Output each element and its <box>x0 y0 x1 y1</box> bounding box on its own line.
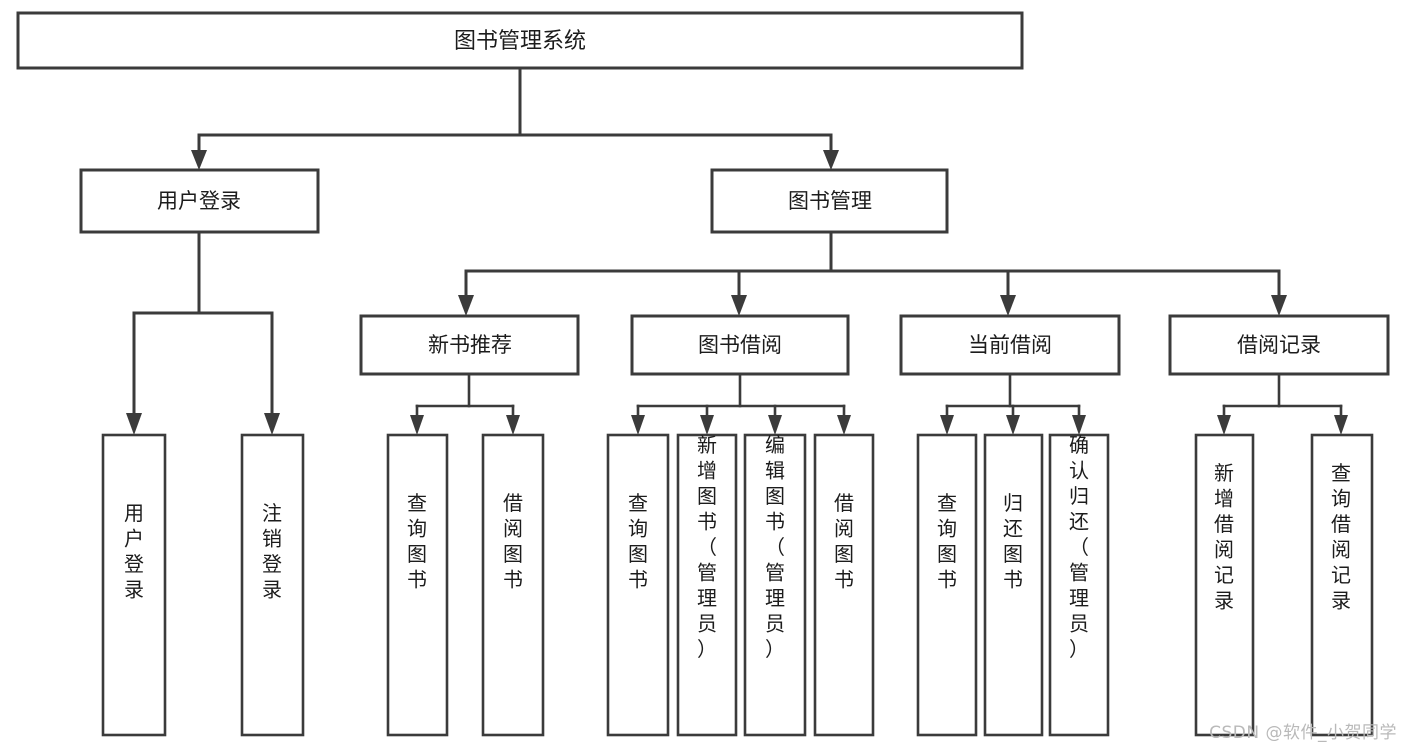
node-borrow-record-label: 借阅记录 <box>1237 333 1321 357</box>
arrow-head-root-2 <box>823 150 839 170</box>
node-leaf-query-book-c-box[interactable] <box>916 433 978 737</box>
node-leaf-borrow-book-b-box[interactable] <box>813 433 875 737</box>
node-leaf-query-book-c[interactable]: 查询图书 <box>916 433 978 737</box>
node-leaf-edit-book[interactable]: 编辑图书（管理员） <box>743 433 807 737</box>
connector-root-to-level2 <box>191 66 839 170</box>
node-leaf-add-borrow-record-box[interactable] <box>1194 433 1255 737</box>
connector-bookmgmt-to-level3 <box>458 230 1287 316</box>
arrow-head-userlogin-1 <box>126 413 142 435</box>
arrow-head-bookborrow-2 <box>700 415 714 435</box>
node-book-management-box[interactable] <box>710 168 949 234</box>
node-root-box[interactable] <box>16 11 1024 70</box>
node-leaf-borrow-book-b[interactable]: 借阅图书 <box>813 433 875 737</box>
node-leaf-add-book-label: 新增图书（管理员） <box>697 433 717 661</box>
node-leaf-borrow-book-a-box[interactable] <box>481 433 545 737</box>
arrow-head-newbook-1 <box>410 415 424 435</box>
node-leaf-logout[interactable]: 注销登录 <box>240 433 305 737</box>
node-leaf-borrow-book-b-label: 借阅图书 <box>834 491 854 592</box>
arrow-head-userlogin-2 <box>264 413 280 435</box>
node-book-management[interactable]: 图书管理 <box>710 168 949 234</box>
arrow-head-bookmgmt-3 <box>1000 295 1016 316</box>
node-book-borrow-box[interactable] <box>630 314 850 376</box>
node-leaf-query-borrow-record-box[interactable] <box>1310 433 1374 737</box>
node-leaf-query-book-a-label: 查询图书 <box>407 491 427 592</box>
node-borrow-record[interactable]: 借阅记录 <box>1168 314 1390 376</box>
arrow-head-bookborrow-3 <box>768 415 782 435</box>
arrow-head-borrowrecord-1 <box>1217 415 1231 435</box>
node-leaf-edit-book-box[interactable] <box>743 433 807 737</box>
node-leaf-query-borrow-record[interactable]: 查询借阅记录 <box>1310 433 1374 737</box>
node-borrow-record-box[interactable] <box>1168 314 1390 376</box>
node-leaf-user-login-label: 用户登录 <box>124 501 144 602</box>
node-leaf-query-book-b-box[interactable] <box>606 433 670 737</box>
node-leaf-confirm-return-box[interactable] <box>1048 433 1110 737</box>
node-leaf-user-login-box[interactable] <box>101 433 167 737</box>
arrow-head-bookborrow-1 <box>631 415 645 435</box>
node-leaf-query-book-a[interactable]: 查询图书 <box>386 433 449 737</box>
node-book-borrow[interactable]: 图书借阅 <box>630 314 850 376</box>
arrow-head-bookmgmt-4 <box>1271 295 1287 316</box>
node-root[interactable]: 图书管理系统 <box>16 11 1024 70</box>
connector-userlogin-to-leaves <box>126 230 280 435</box>
node-leaf-borrow-book-a[interactable]: 借阅图书 <box>481 433 545 737</box>
node-leaf-add-book-box[interactable] <box>676 433 738 737</box>
node-user-login-box[interactable] <box>79 168 320 234</box>
node-new-book-recommend-box[interactable] <box>359 314 580 376</box>
node-leaf-query-borrow-record-label: 查询借阅记录 <box>1331 461 1351 613</box>
arrow-head-currentborrow-3 <box>1072 415 1086 435</box>
arrow-head-currentborrow-2 <box>1006 415 1020 435</box>
node-leaf-query-book-a-box[interactable] <box>386 433 449 737</box>
node-leaf-return-book[interactable]: 归还图书 <box>983 433 1044 737</box>
node-leaf-confirm-return[interactable]: 确认归还（管理员） <box>1048 433 1110 737</box>
connector-currentborrow-to-leaves <box>940 372 1086 435</box>
node-leaf-add-book[interactable]: 新增图书（管理员） <box>676 433 738 737</box>
node-leaf-add-borrow-record[interactable]: 新增借阅记录 <box>1194 433 1255 737</box>
node-current-borrow[interactable]: 当前借阅 <box>899 314 1121 376</box>
node-leaf-confirm-return-label: 确认归还（管理员） <box>1069 433 1089 661</box>
node-book-management-label: 图书管理 <box>788 189 872 213</box>
node-user-login[interactable]: 用户登录 <box>79 168 320 234</box>
node-root-label: 图书管理系统 <box>454 29 586 54</box>
arrow-head-bookmgmt-2 <box>731 295 747 316</box>
node-leaf-query-book-c-label: 查询图书 <box>937 491 957 592</box>
arrow-head-root-1 <box>191 150 207 170</box>
connector-newbook-to-leaves <box>410 372 520 435</box>
node-leaf-return-book-label: 归还图书 <box>1003 491 1023 592</box>
node-leaf-query-book-b[interactable]: 查询图书 <box>606 433 670 737</box>
node-user-login-label: 用户登录 <box>157 189 241 213</box>
node-book-borrow-label: 图书借阅 <box>698 333 782 357</box>
arrow-head-borrowrecord-2 <box>1334 415 1348 435</box>
connector-bookborrow-to-leaves <box>631 372 851 435</box>
connector-borrowrecord-to-leaves <box>1217 372 1348 435</box>
node-leaf-logout-label: 注销登录 <box>262 501 282 602</box>
node-new-book-recommend-label: 新书推荐 <box>428 333 512 357</box>
node-leaf-add-borrow-record-label: 新增借阅记录 <box>1214 461 1234 613</box>
arrow-head-newbook-2 <box>506 415 520 435</box>
arrow-head-currentborrow-1 <box>940 415 954 435</box>
csdn-watermark: CSDN @软件_小贺同学 <box>1209 723 1397 743</box>
arrow-head-bookmgmt-1 <box>458 295 474 316</box>
node-current-borrow-box[interactable] <box>899 314 1121 376</box>
node-leaf-query-book-b-label: 查询图书 <box>628 491 648 592</box>
node-leaf-edit-book-label: 编辑图书（管理员） <box>765 433 785 661</box>
node-new-book-recommend[interactable]: 新书推荐 <box>359 314 580 376</box>
node-leaf-borrow-book-a-label: 借阅图书 <box>503 491 523 592</box>
node-current-borrow-label: 当前借阅 <box>968 333 1052 357</box>
arrow-head-bookborrow-4 <box>837 415 851 435</box>
node-leaf-return-book-box[interactable] <box>983 433 1044 737</box>
node-leaf-user-login[interactable]: 用户登录 <box>101 433 167 737</box>
node-leaf-logout-box[interactable] <box>240 433 305 737</box>
